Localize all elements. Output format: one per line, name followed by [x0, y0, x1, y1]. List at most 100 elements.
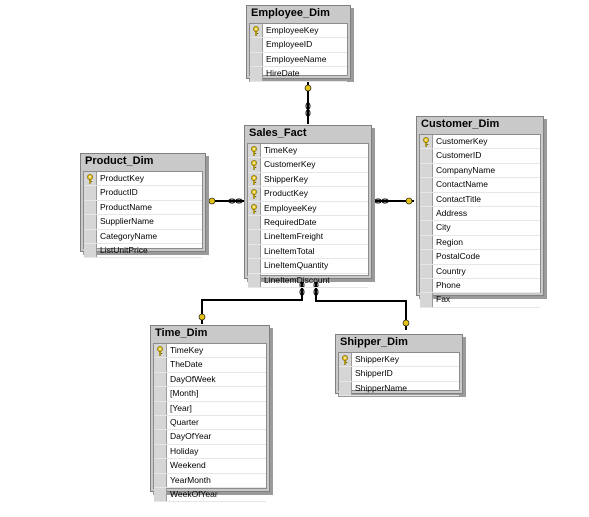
row-selector[interactable] [84, 229, 97, 243]
row-selector[interactable] [154, 473, 167, 487]
column-row[interactable]: EmployeeKey [248, 201, 368, 216]
column-row[interactable]: Country [420, 264, 540, 279]
row-selector[interactable] [84, 186, 97, 200]
column-row[interactable]: LineItemQuantity [248, 259, 368, 274]
column-name: LineItemTotal [264, 245, 315, 256]
column-name: TimeKey [264, 145, 298, 155]
column-row[interactable]: RequiredDate [248, 215, 368, 231]
column-row[interactable]: TimeKey [154, 344, 266, 359]
column-row[interactable]: ProductID [84, 186, 202, 201]
column-row[interactable]: SupplierName [84, 215, 202, 230]
row-selector[interactable] [420, 163, 433, 178]
row-selector[interactable] [420, 250, 433, 264]
column-row[interactable]: CustomerKey [248, 158, 368, 173]
row-selector[interactable] [339, 381, 352, 396]
column-row[interactable]: ProductName [84, 200, 202, 216]
row-selector[interactable] [154, 430, 167, 444]
column-row[interactable]: CustomerKey [420, 135, 540, 150]
column-row[interactable]: TimeKey [248, 144, 368, 159]
relationship-customer[interactable] [372, 197, 414, 205]
row-selector[interactable] [84, 215, 97, 229]
row-selector[interactable] [154, 415, 167, 430]
column-row[interactable]: YearMonth [154, 473, 266, 488]
column-row[interactable]: LineItemDiscount [248, 273, 368, 288]
column-row[interactable]: DayOfYear [154, 430, 266, 445]
row-selector[interactable] [250, 52, 263, 67]
column-row[interactable]: ListUnitPrice [84, 243, 202, 259]
row-selector[interactable] [248, 273, 261, 287]
column-row[interactable]: EmployeeID [250, 38, 347, 53]
row-selector[interactable] [420, 149, 433, 163]
row-selector[interactable] [250, 67, 263, 81]
column-row[interactable]: CompanyName [420, 163, 540, 179]
column-row[interactable]: PostalCode [420, 250, 540, 265]
primary-key-icon [342, 355, 348, 365]
relationship-employee[interactable] [304, 80, 312, 124]
row-selector[interactable] [250, 38, 263, 52]
column-name: TheDate [170, 359, 203, 370]
column-row[interactable]: [Year] [154, 401, 266, 416]
row-selector[interactable] [154, 358, 167, 372]
column-name: Weekend [170, 460, 206, 471]
relationship-shipper[interactable] [313, 279, 410, 330]
row-selector[interactable] [154, 459, 167, 473]
column-row[interactable]: Holiday [154, 444, 266, 460]
row-selector[interactable] [248, 230, 261, 244]
row-selector[interactable] [154, 372, 167, 387]
column-row[interactable]: Weekend [154, 459, 266, 474]
column-row[interactable]: ProductKey [84, 172, 202, 187]
row-selector[interactable] [420, 178, 433, 192]
column-row[interactable]: ShipperName [339, 381, 459, 397]
relationship-time[interactable] [198, 279, 305, 324]
column-row[interactable]: Region [420, 235, 540, 251]
relationship-product[interactable] [207, 197, 245, 205]
table-title: Product_Dim [85, 155, 154, 167]
row-selector[interactable] [420, 293, 433, 307]
column-row[interactable]: CategoryName [84, 229, 202, 244]
column-row[interactable]: City [420, 221, 540, 236]
column-row[interactable]: LineItemFreight [248, 230, 368, 245]
row-selector[interactable] [420, 206, 433, 221]
column-row[interactable]: Address [420, 206, 540, 222]
column-row[interactable]: ContactName [420, 178, 540, 193]
row-selector[interactable] [420, 235, 433, 250]
row-selector[interactable] [248, 259, 261, 273]
column-row[interactable]: DayOfWeek [154, 372, 266, 388]
row-selector[interactable] [154, 444, 167, 459]
column-row[interactable]: ProductKey [248, 187, 368, 202]
column-name: EmployeeKey [264, 202, 317, 213]
column-row[interactable]: TheDate [154, 358, 266, 373]
row-selector[interactable] [420, 192, 433, 206]
column-row[interactable]: WeekOfYear [154, 487, 266, 503]
column-row[interactable]: ContactTitle [420, 192, 540, 207]
row-selector[interactable] [154, 387, 167, 401]
column-row[interactable]: Fax [420, 293, 540, 308]
column-row[interactable]: EmployeeKey [250, 24, 347, 39]
column-row[interactable]: [Month] [154, 387, 266, 402]
row-selector[interactable] [154, 401, 167, 415]
column-row[interactable]: Phone [420, 278, 540, 294]
row-selector[interactable] [248, 244, 261, 259]
column-row[interactable]: LineItemTotal [248, 244, 368, 260]
row-selector[interactable] [420, 278, 433, 293]
column-row[interactable]: CustomerID [420, 149, 540, 164]
row-selector[interactable] [339, 367, 352, 381]
column-row[interactable]: Quarter [154, 415, 266, 431]
column-row[interactable]: HireDate [250, 67, 347, 82]
column-row[interactable]: ShipperKey [248, 172, 368, 188]
column-row[interactable]: EmployeeName [250, 52, 347, 68]
row-selector[interactable] [420, 221, 433, 235]
row-selector[interactable] [154, 487, 167, 502]
column-row[interactable]: ShipperKey [339, 353, 459, 368]
row-selector[interactable] [84, 243, 97, 258]
column-row[interactable]: ShipperID [339, 367, 459, 382]
row-selector[interactable] [248, 215, 261, 230]
row-selector[interactable] [84, 200, 97, 215]
row-selector[interactable] [420, 264, 433, 278]
